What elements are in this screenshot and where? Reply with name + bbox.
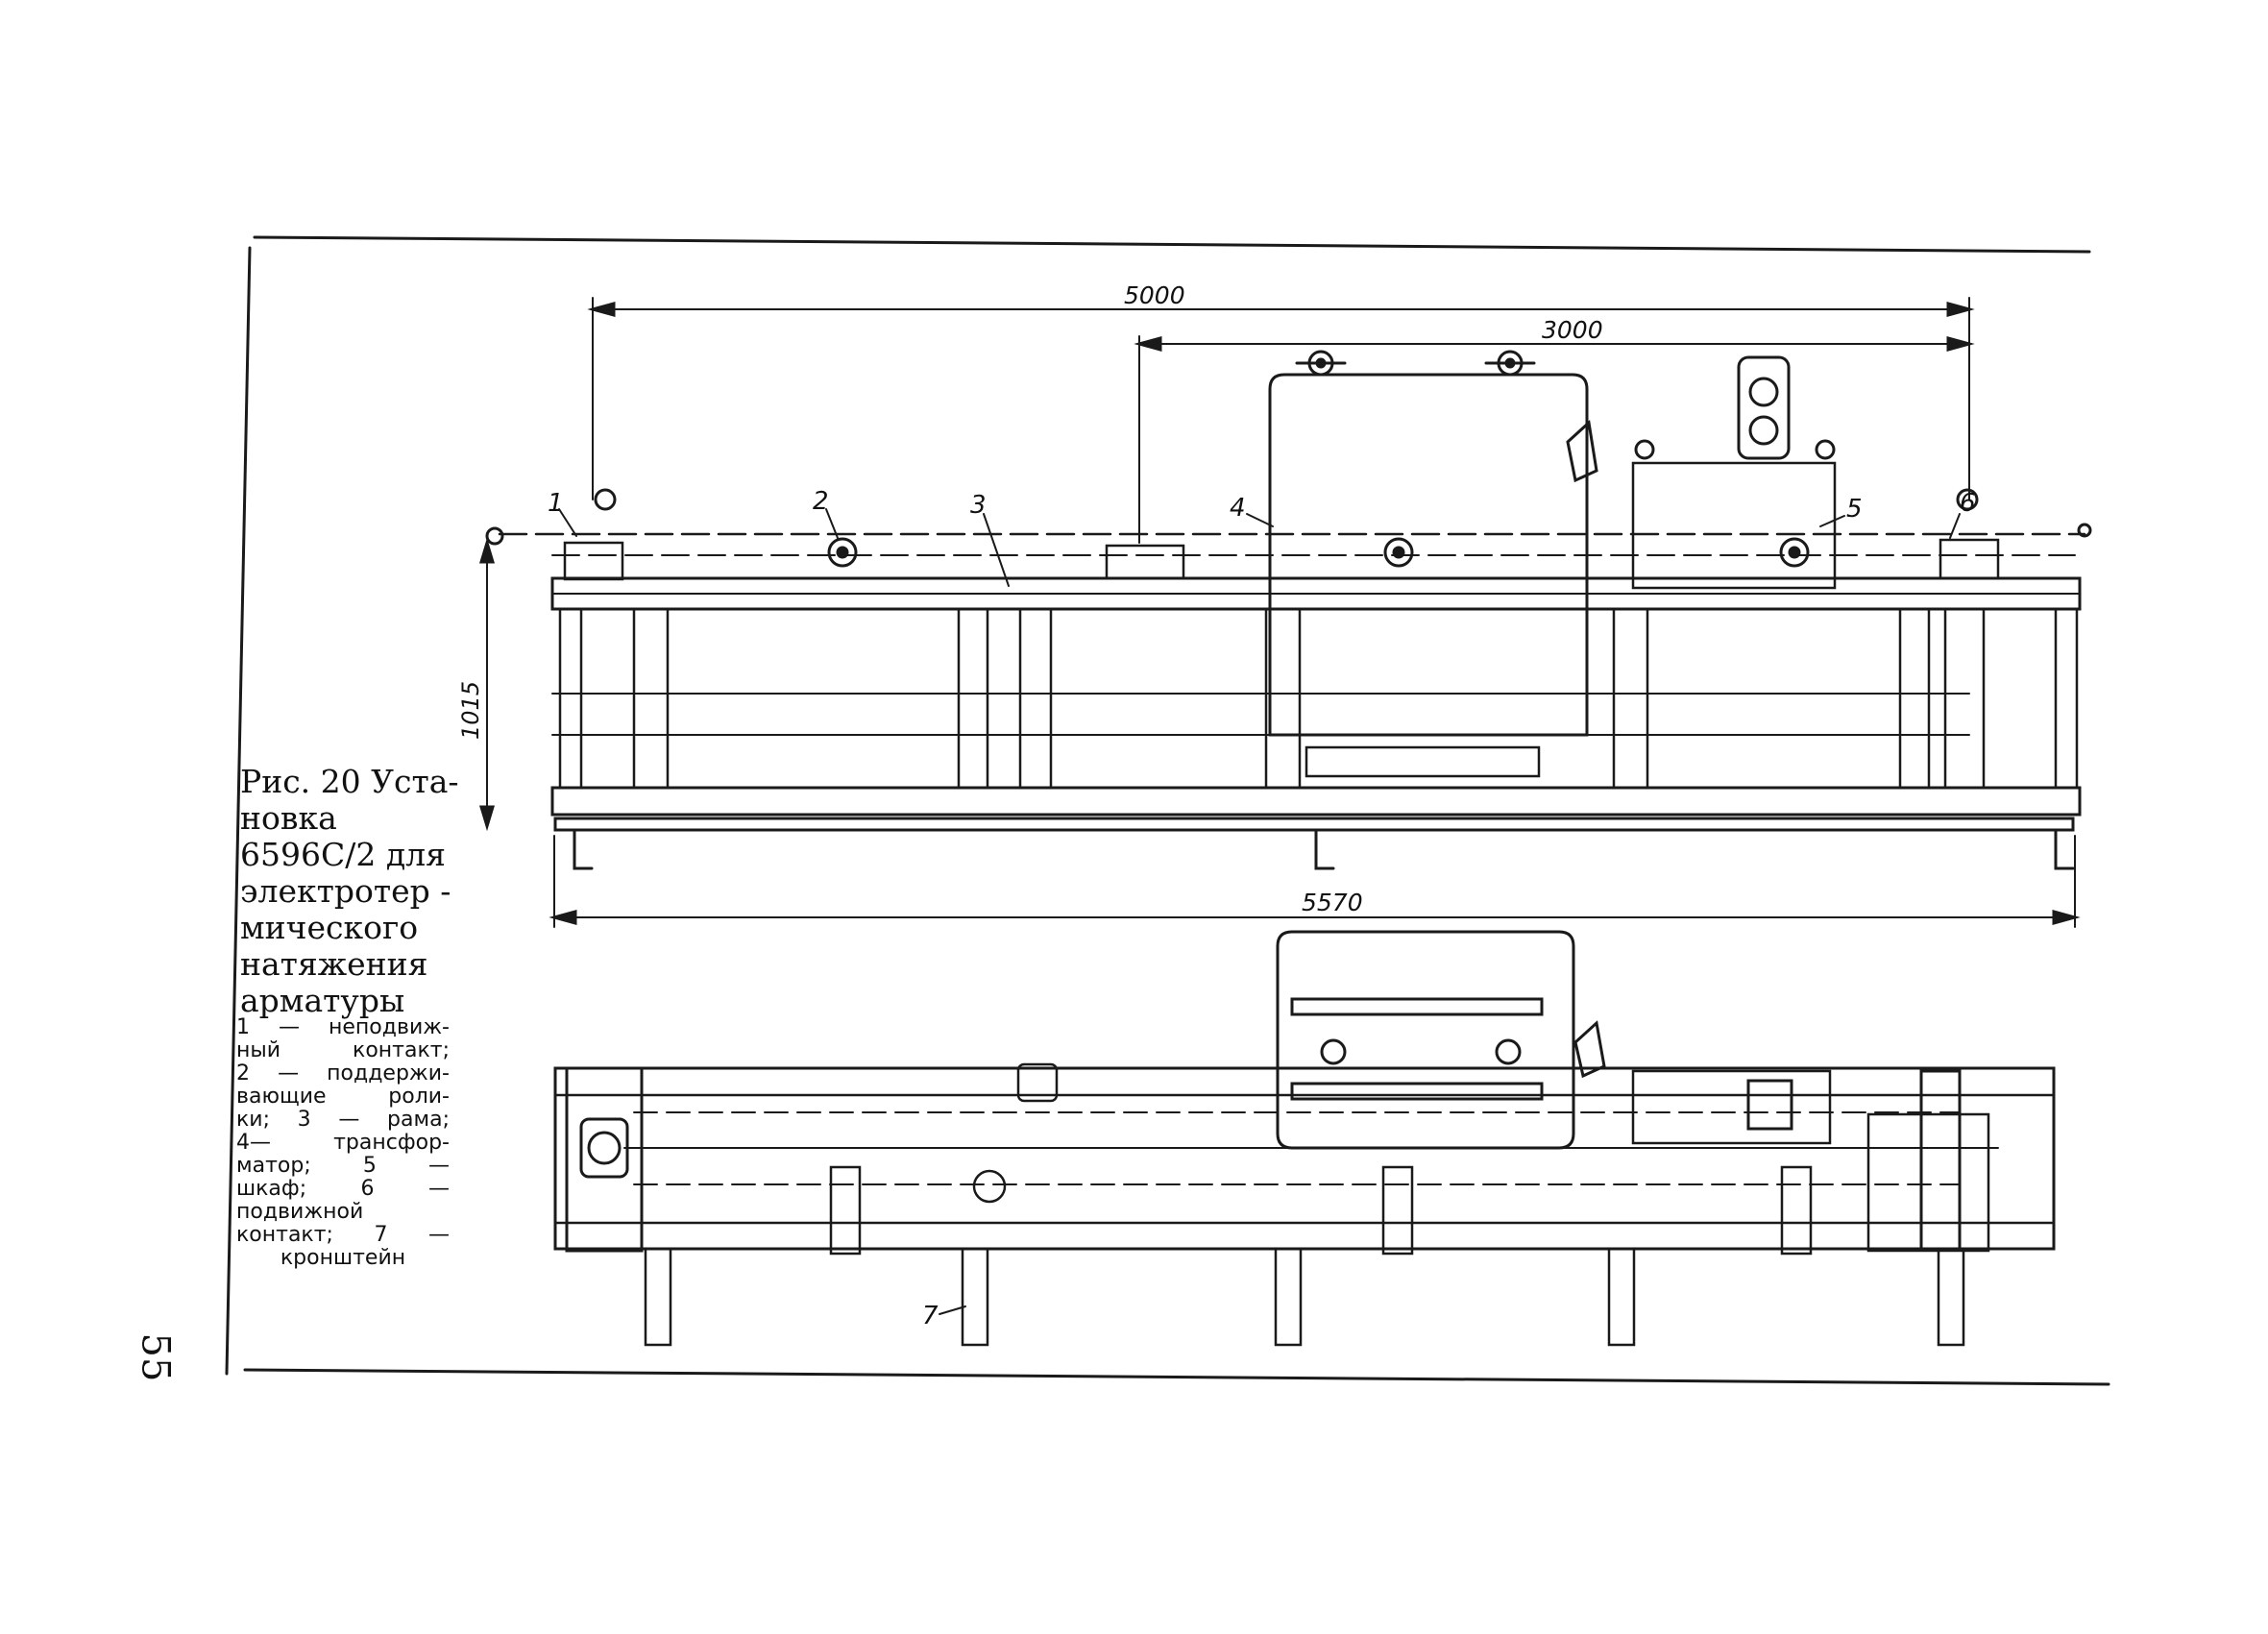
caption-line: электротер - (240, 872, 451, 910)
legend-line: кронштейн (280, 1246, 406, 1270)
moving-contact-plan (1866, 1112, 1990, 1253)
caption-line: натяжения (240, 945, 428, 983)
legend-line: подвижной (236, 1200, 364, 1224)
figure-caption: Рис. 20 Уста- новка 6596С/2 для электрот… (240, 763, 459, 1019)
elevation-view: 5000 3000 (457, 281, 2092, 928)
callout-labels: 1 2 3 4 5 6 (548, 487, 1976, 524)
fixed-contact (563, 541, 624, 581)
callout-4: 4 (1230, 494, 1246, 523)
plan-frame-outer (553, 1066, 2056, 1251)
legend-line: 2 — поддержи- (236, 1061, 450, 1085)
legend-line: шкаф; 6 — (236, 1177, 450, 1201)
dim-5570-label: 5570 (1302, 889, 1363, 916)
callout-2: 2 (813, 487, 829, 516)
legend-line: контакт; 7 — (236, 1223, 450, 1247)
frame-posts (558, 607, 2079, 790)
callout-7: 7 (922, 1302, 939, 1330)
frame-bottom-beam (550, 786, 2082, 817)
caption-line: арматуры (240, 982, 405, 1019)
legend-line: вающие роли- (236, 1085, 450, 1109)
cabinet-bracket (1737, 355, 1791, 460)
caption-line: 6596С/2 для (240, 836, 446, 873)
dim-1015-label: 1015 (457, 681, 484, 740)
frame-bottom-line (243, 1368, 2110, 1386)
legend-line: ный контакт; (236, 1038, 450, 1062)
transformer-base (1305, 745, 1541, 778)
dim-3000-label: 3000 (1542, 316, 1603, 344)
legend-line: 4— трансфор- (236, 1131, 450, 1155)
transformer-plan (1276, 930, 1575, 1150)
handwheel-icon (1566, 420, 1598, 483)
transformer-terminals (1295, 350, 1536, 377)
dim-5000-arrow-left (587, 302, 616, 317)
legend-line: матор; 5 — (236, 1154, 450, 1178)
callout-6: 6 (1960, 489, 1976, 518)
moving-contact (1939, 538, 2000, 580)
brackets-plan (644, 1247, 1965, 1347)
cabinet-roller-2 (1748, 415, 1779, 446)
base-plate (553, 817, 2075, 832)
dim-3000-arrow-left (1134, 336, 1162, 352)
frame-top-line (253, 235, 2091, 254)
caption-line: мического (240, 909, 419, 946)
page-number: 55 (133, 1332, 178, 1382)
dim-5000-arrow-right (1946, 302, 1975, 317)
callout-3: 3 (970, 491, 987, 520)
frame-left-line (225, 246, 252, 1376)
figure-legend: 1 — неподвиж- ный контакт; 2 — поддержи-… (236, 1016, 450, 1270)
fixed-contact-plan (565, 1066, 644, 1253)
transformer-body (1268, 373, 1589, 737)
wire-end-right (2077, 523, 2092, 538)
caption-line: Рис. 20 Уста- (240, 763, 459, 800)
callout-5: 5 (1846, 495, 1863, 524)
caption-line: новка (240, 799, 337, 837)
cabinet-plan (1631, 1069, 1832, 1145)
legend-line: ки; 3 — рама; (236, 1108, 450, 1132)
roller-blocks-plan (829, 1062, 1813, 1256)
cabinet-body (1631, 461, 1837, 590)
legend-line: 1 — неподвиж- (236, 1015, 450, 1039)
wire-end-left (485, 526, 504, 546)
plan-view: 7 (553, 930, 2056, 1347)
clamp-block (1105, 544, 1185, 580)
frame-legs (573, 828, 2075, 870)
dim-5000-label: 5000 (1124, 281, 1185, 309)
dim-3000-arrow-right (1946, 336, 1975, 352)
callout-leaders (558, 508, 1961, 587)
cabinet-roller-1 (1748, 377, 1779, 407)
support-rollers (827, 537, 1810, 568)
